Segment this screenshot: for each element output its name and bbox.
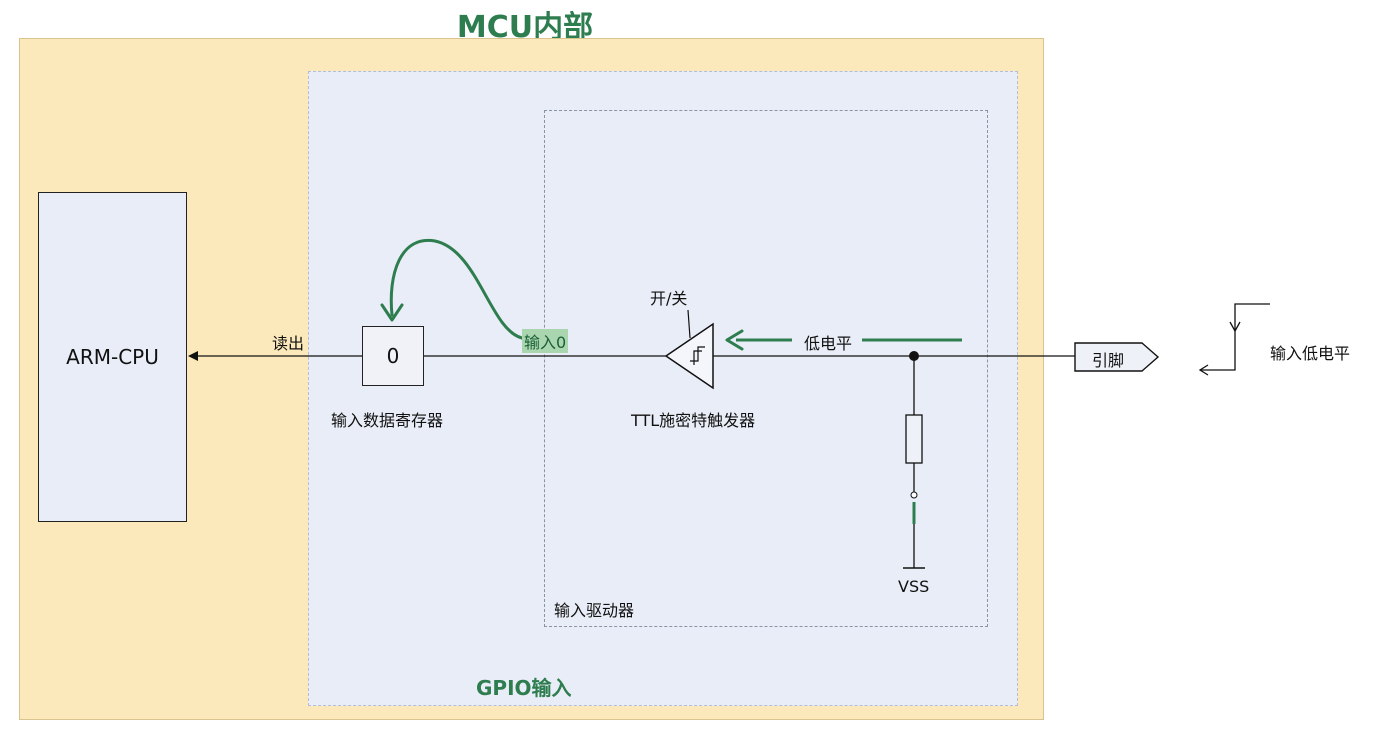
gpio-input-label: GPIO输入: [476, 676, 572, 700]
schmitt-trigger-label: TTL施密特触发器: [631, 411, 756, 430]
hysteresis-icon: [690, 346, 705, 365]
pin-label: 引脚: [1092, 351, 1125, 370]
waveform-left-arrow-icon: [1198, 364, 1209, 376]
register-name-label: 输入数据寄存器: [331, 411, 444, 430]
resistor-icon: [905, 414, 923, 464]
switch-control-line: [687, 309, 691, 339]
vss-label: VSS: [898, 577, 930, 596]
arm-cpu-block: ARM-CPU: [38, 192, 187, 522]
input-driver-label: 输入驱动器: [554, 601, 635, 620]
low-level-arrow-icon: [725, 329, 744, 351]
falling-edge-waveform-icon: [1200, 303, 1270, 371]
input-zero-label: 输入0: [522, 329, 569, 353]
read-out-arrow-icon: [188, 351, 198, 361]
low-level-label: 低电平: [804, 334, 853, 353]
waveform-down-arrow-icon: [1229, 321, 1241, 333]
feedback-arrowhead-icon: [380, 303, 404, 322]
feedback-curve-arrow: [389, 238, 524, 340]
arm-cpu-label: ARM-CPU: [66, 345, 159, 369]
input-driver-region: [544, 110, 988, 627]
read-out-label: 读出: [272, 334, 305, 353]
switch-label: 开/关: [650, 289, 688, 308]
pin-icon: [1074, 342, 1160, 372]
register-value: 0: [386, 344, 400, 368]
switch-node-icon: [910, 491, 918, 499]
gpio-input-region: [308, 71, 1018, 706]
input-low-level-label: 输入低电平: [1270, 344, 1351, 363]
input-data-register: 0: [362, 326, 424, 386]
